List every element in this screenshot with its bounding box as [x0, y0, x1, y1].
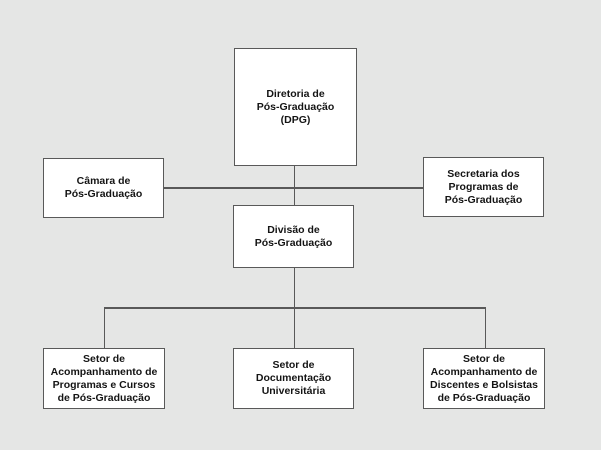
node-label: Divisão de Pós-Graduação — [254, 223, 333, 249]
node-label: Setor de Acompanhamento de Programas e C… — [50, 352, 158, 404]
connector-dpg-to-divisao — [293, 166, 295, 206]
node-setor-programas-cursos: Setor de Acompanhamento de Programas e C… — [43, 348, 165, 409]
connector-drop-setor-documentacao — [293, 307, 295, 348]
connector-divisao-to-bottom — [293, 268, 295, 308]
node-label: Câmara de Pós-Graduação — [64, 175, 143, 200]
node-setor-discentes-bolsistas: Setor de Acompanhamento de Discentes e B… — [423, 348, 545, 409]
connector-camara-secretaria — [164, 187, 423, 189]
node-label: Setor de Documentação Universitária — [255, 359, 332, 397]
node-setor-documentacao-universitaria: Setor de Documentação Universitária — [233, 348, 354, 409]
org-chart-canvas: Diretoria de Pós-Graduação (DPG) Câmara … — [0, 0, 601, 450]
connector-drop-setor-discentes — [484, 307, 486, 348]
node-label: Diretoria de Pós-Graduação (DPG) — [256, 87, 335, 126]
node-secretaria-programas: Secretaria dos Programas de Pós-Graduaçã… — [423, 157, 544, 217]
node-divisao-pos-graduacao: Divisão de Pós-Graduação — [233, 205, 354, 268]
node-camara-pos-graduacao: Câmara de Pós-Graduação — [43, 158, 164, 218]
node-diretoria-pos-graduacao: Diretoria de Pós-Graduação (DPG) — [234, 48, 357, 166]
connector-drop-setor-programas — [103, 307, 105, 348]
node-label: Setor de Acompanhamento de Discentes e B… — [430, 352, 538, 404]
node-label: Secretaria dos Programas de Pós-Graduaçã… — [444, 167, 523, 206]
